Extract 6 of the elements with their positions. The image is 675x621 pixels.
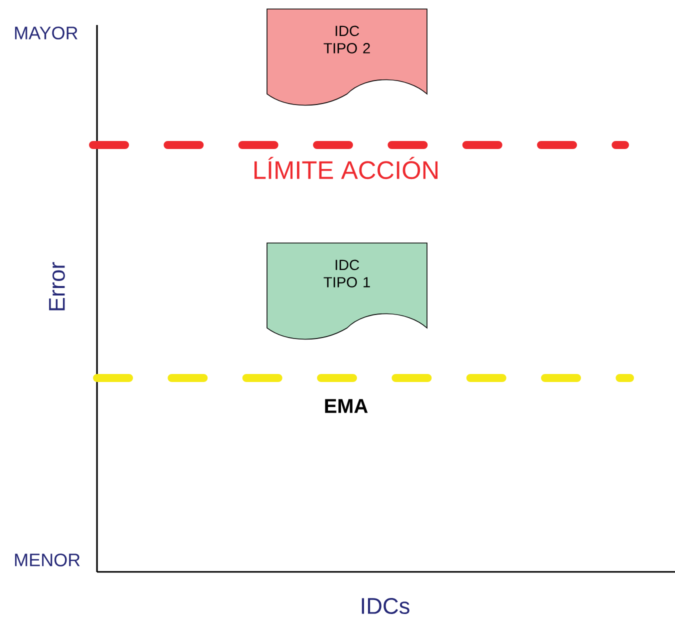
axis-title: IDCs <box>362 598 410 614</box>
threshold-label: LÍMITE ACCIÓN <box>254 156 438 180</box>
threshold-label: EMA <box>325 399 368 413</box>
axis-title: Error <box>49 262 65 310</box>
axis-label: MENOR <box>15 554 80 566</box>
axis-label: MAYOR <box>15 26 78 40</box>
